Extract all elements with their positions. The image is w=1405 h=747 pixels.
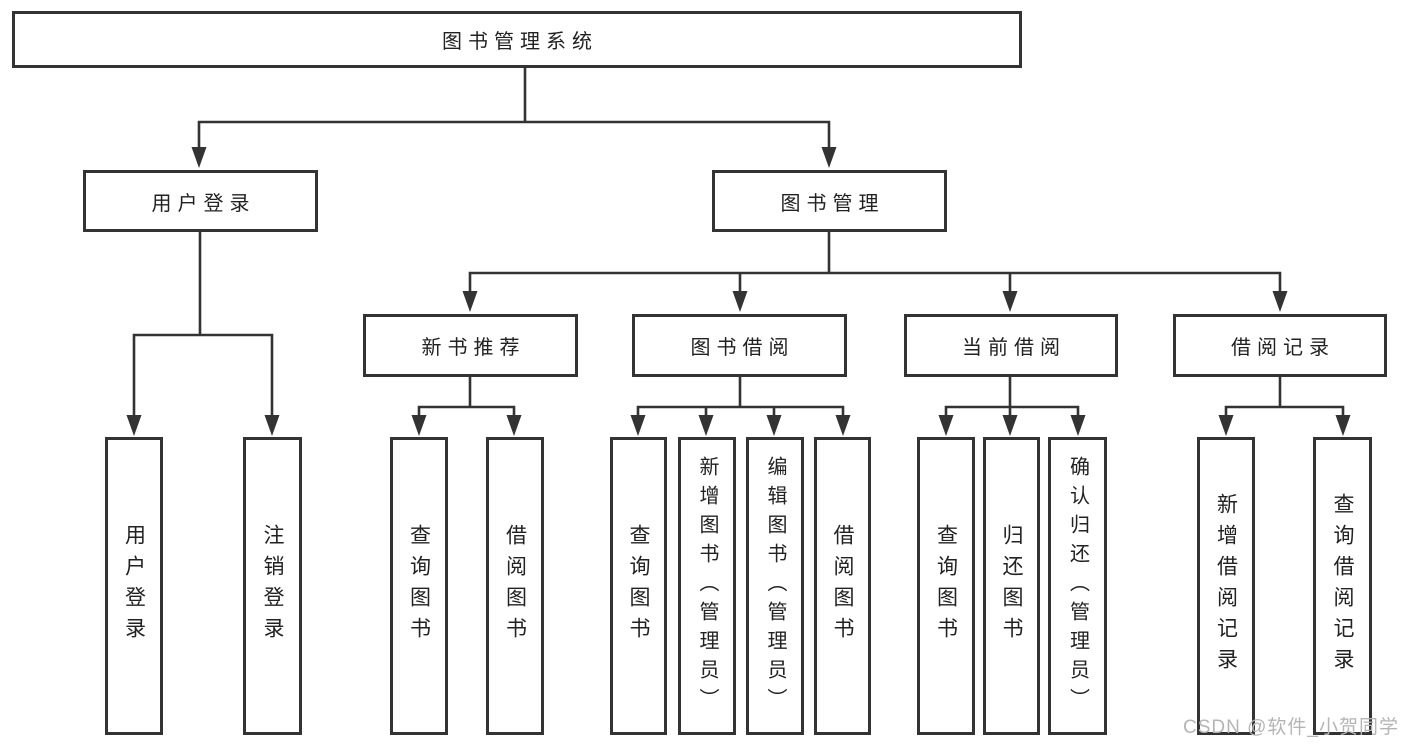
node-borrow-record: 借阅记录: [1173, 314, 1387, 377]
connector-bookmgmt-to-level3: [468, 230, 1282, 294]
leaf-confirm-return-admin: 确认归还（管理员）: [1048, 437, 1107, 735]
node-current-borrow: 当前借阅: [904, 314, 1118, 377]
leaf-user-login: 用户登录: [105, 437, 163, 735]
leaf-add-borrow-record: 新增借阅记录: [1197, 437, 1255, 735]
leaf-query-borrow-record: 查询借阅记录: [1313, 437, 1372, 735]
connector-record-to-leaves: [1224, 375, 1345, 420]
connector-newbook-to-leaves: [417, 375, 516, 420]
leaf-edit-book-admin: 编辑图书（管理员）: [746, 437, 804, 735]
csdn-watermark: CSDN @软件_小贺同学: [1183, 717, 1399, 738]
connector-current-to-leaves: [944, 375, 1080, 420]
connector-borrow-to-leaves: [636, 375, 845, 420]
leaf-logout: 注销登录: [243, 437, 302, 735]
leaf-borrow-book: 借阅图书: [814, 437, 871, 735]
connector-root-to-level2: [197, 66, 831, 152]
leaf-return-book: 归还图书: [983, 437, 1040, 735]
node-user-login: 用户登录: [83, 170, 318, 232]
leaf-query-book-current: 查询图书: [917, 437, 975, 735]
node-book-management: 图书管理: [712, 170, 947, 232]
leaf-query-book-borrow: 查询图书: [610, 437, 667, 735]
leaf-query-book-recommend: 查询图书: [390, 437, 448, 735]
node-new-book-recommend: 新书推荐: [363, 314, 578, 377]
leaf-borrow-book-recommend: 借阅图书: [486, 437, 544, 735]
node-root: 图书管理系统: [12, 11, 1022, 68]
node-book-borrow: 图书借阅: [632, 314, 847, 377]
connector-userlogin-to-leaves: [132, 230, 274, 420]
leaf-add-book-admin: 新增图书（管理员）: [678, 437, 736, 735]
